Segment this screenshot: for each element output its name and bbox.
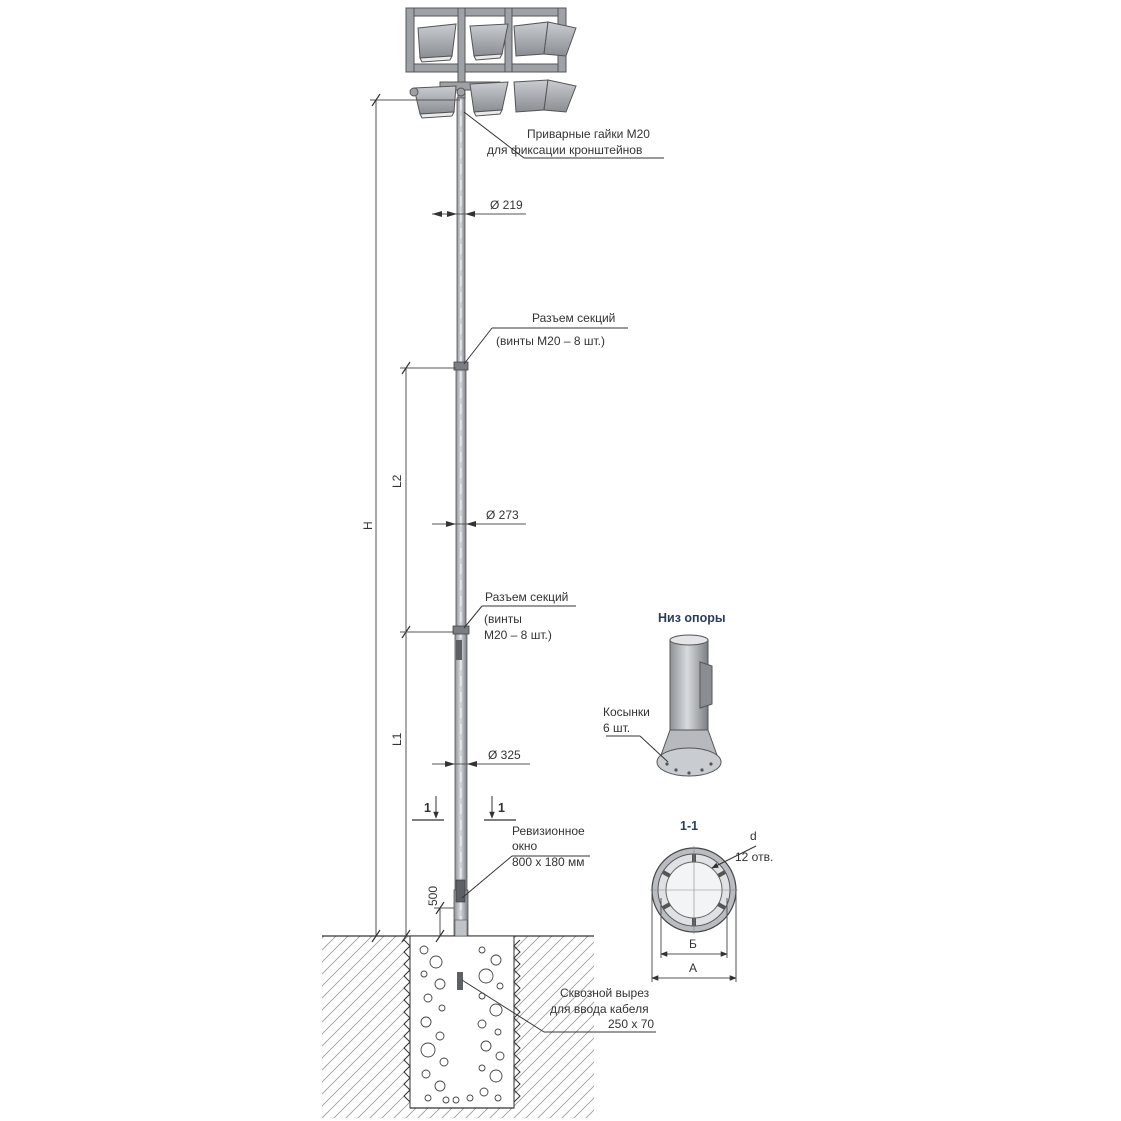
dim-b-label: Б — [689, 937, 697, 951]
dim-a-label: А — [689, 961, 697, 975]
foundation — [322, 919, 594, 1118]
diameter-325: Ø 325 — [432, 748, 530, 767]
holes-count: 12 отв. — [735, 850, 773, 864]
floodlight-lamp — [543, 21, 577, 57]
dim-500-label: 500 — [426, 886, 440, 906]
diameter-219-label: Ø 219 — [490, 198, 523, 212]
floodlight-lamp — [543, 79, 577, 113]
detail-section: 1-1 d 12 отв. Б А — [650, 819, 773, 982]
svg-text:Разъем секций: Разъем секций — [532, 311, 615, 325]
section-joint-mid — [452, 625, 470, 635]
svg-text:М20 – 8 шт.): М20 – 8 шт.) — [484, 628, 552, 642]
dim-l2-label: L2 — [390, 474, 404, 488]
section-mark-left: 1 — [412, 796, 444, 821]
diameter-273-label: Ø 273 — [486, 508, 519, 522]
section-title: 1-1 — [680, 819, 698, 833]
floodlight-head — [405, 7, 577, 119]
joint-plate — [456, 640, 462, 660]
svg-text:Приварные гайки М20: Приварные гайки М20 — [527, 127, 650, 141]
cable-cut — [457, 972, 463, 990]
diameter-273: Ø 273 — [432, 508, 526, 527]
callout-joint-top: Разъем секций (винты М20 – 8 шт.) — [463, 311, 628, 365]
floodlight-lamp — [413, 85, 457, 119]
concrete-aggregate — [419, 945, 505, 1104]
section-mark-right: 1 — [484, 796, 516, 821]
section-joint-top — [453, 361, 469, 371]
callout-cable-cut: Сквозной вырез для ввода кабеля 250 x 70 — [461, 979, 656, 1033]
svg-text:(винты: (винты — [484, 612, 522, 626]
callout-joint-mid: Разъем секций (винты М20 – 8 шт.) — [463, 590, 576, 642]
svg-text:6 шт.: 6 шт. — [603, 721, 630, 735]
svg-text:800 x 180 мм: 800 x 180 мм — [512, 855, 585, 869]
svg-text:1: 1 — [498, 801, 505, 815]
svg-text:Ревизионное: Ревизионное — [512, 824, 585, 838]
svg-text:Разъем секций: Разъем секций — [485, 590, 568, 604]
diameter-219: Ø 219 — [432, 198, 526, 217]
dimension-l2: L2 — [390, 361, 456, 639]
callout-inspection-window: Ревизионное окно 800 x 180 мм — [461, 824, 590, 899]
svg-text:1: 1 — [424, 801, 431, 815]
dim-l1-label: L1 — [390, 732, 404, 746]
svg-text:250 x 70: 250 x 70 — [608, 1017, 654, 1031]
dimension-500: 500 — [426, 886, 454, 943]
hole-diameter-label: d — [750, 829, 757, 843]
detail-base: Низ опоры Косынки 6 шт. — [603, 611, 726, 777]
svg-text:для фиксации кронштейнов: для фиксации кронштейнов — [487, 143, 642, 157]
svg-text:(винты М20 – 8 шт.): (винты М20 – 8 шт.) — [496, 334, 605, 348]
inspection-window — [455, 879, 466, 903]
callout-welded-nuts: Приварные гайки М20 для фиксации кронште… — [463, 111, 664, 159]
gussets-label: Косынки — [603, 705, 650, 719]
dimension-h: H — [361, 93, 460, 943]
floodlight-lamp — [513, 79, 549, 113]
dim-h-label: H — [361, 521, 375, 530]
diameter-325-label: Ø 325 — [488, 748, 521, 762]
floodlight-lamp — [469, 81, 509, 117]
detail-base-title: Низ опоры — [658, 611, 726, 625]
svg-text:окно: окно — [512, 839, 538, 853]
floodlight-lamp — [417, 23, 457, 63]
floodlight-lamp — [469, 23, 509, 61]
svg-text:для ввода кабеля: для ввода кабеля — [550, 1002, 649, 1016]
floodlight-lamp — [513, 21, 549, 57]
dimension-l1: L1 — [390, 631, 454, 943]
svg-text:Сквозной вырез: Сквозной вырез — [560, 986, 650, 1000]
